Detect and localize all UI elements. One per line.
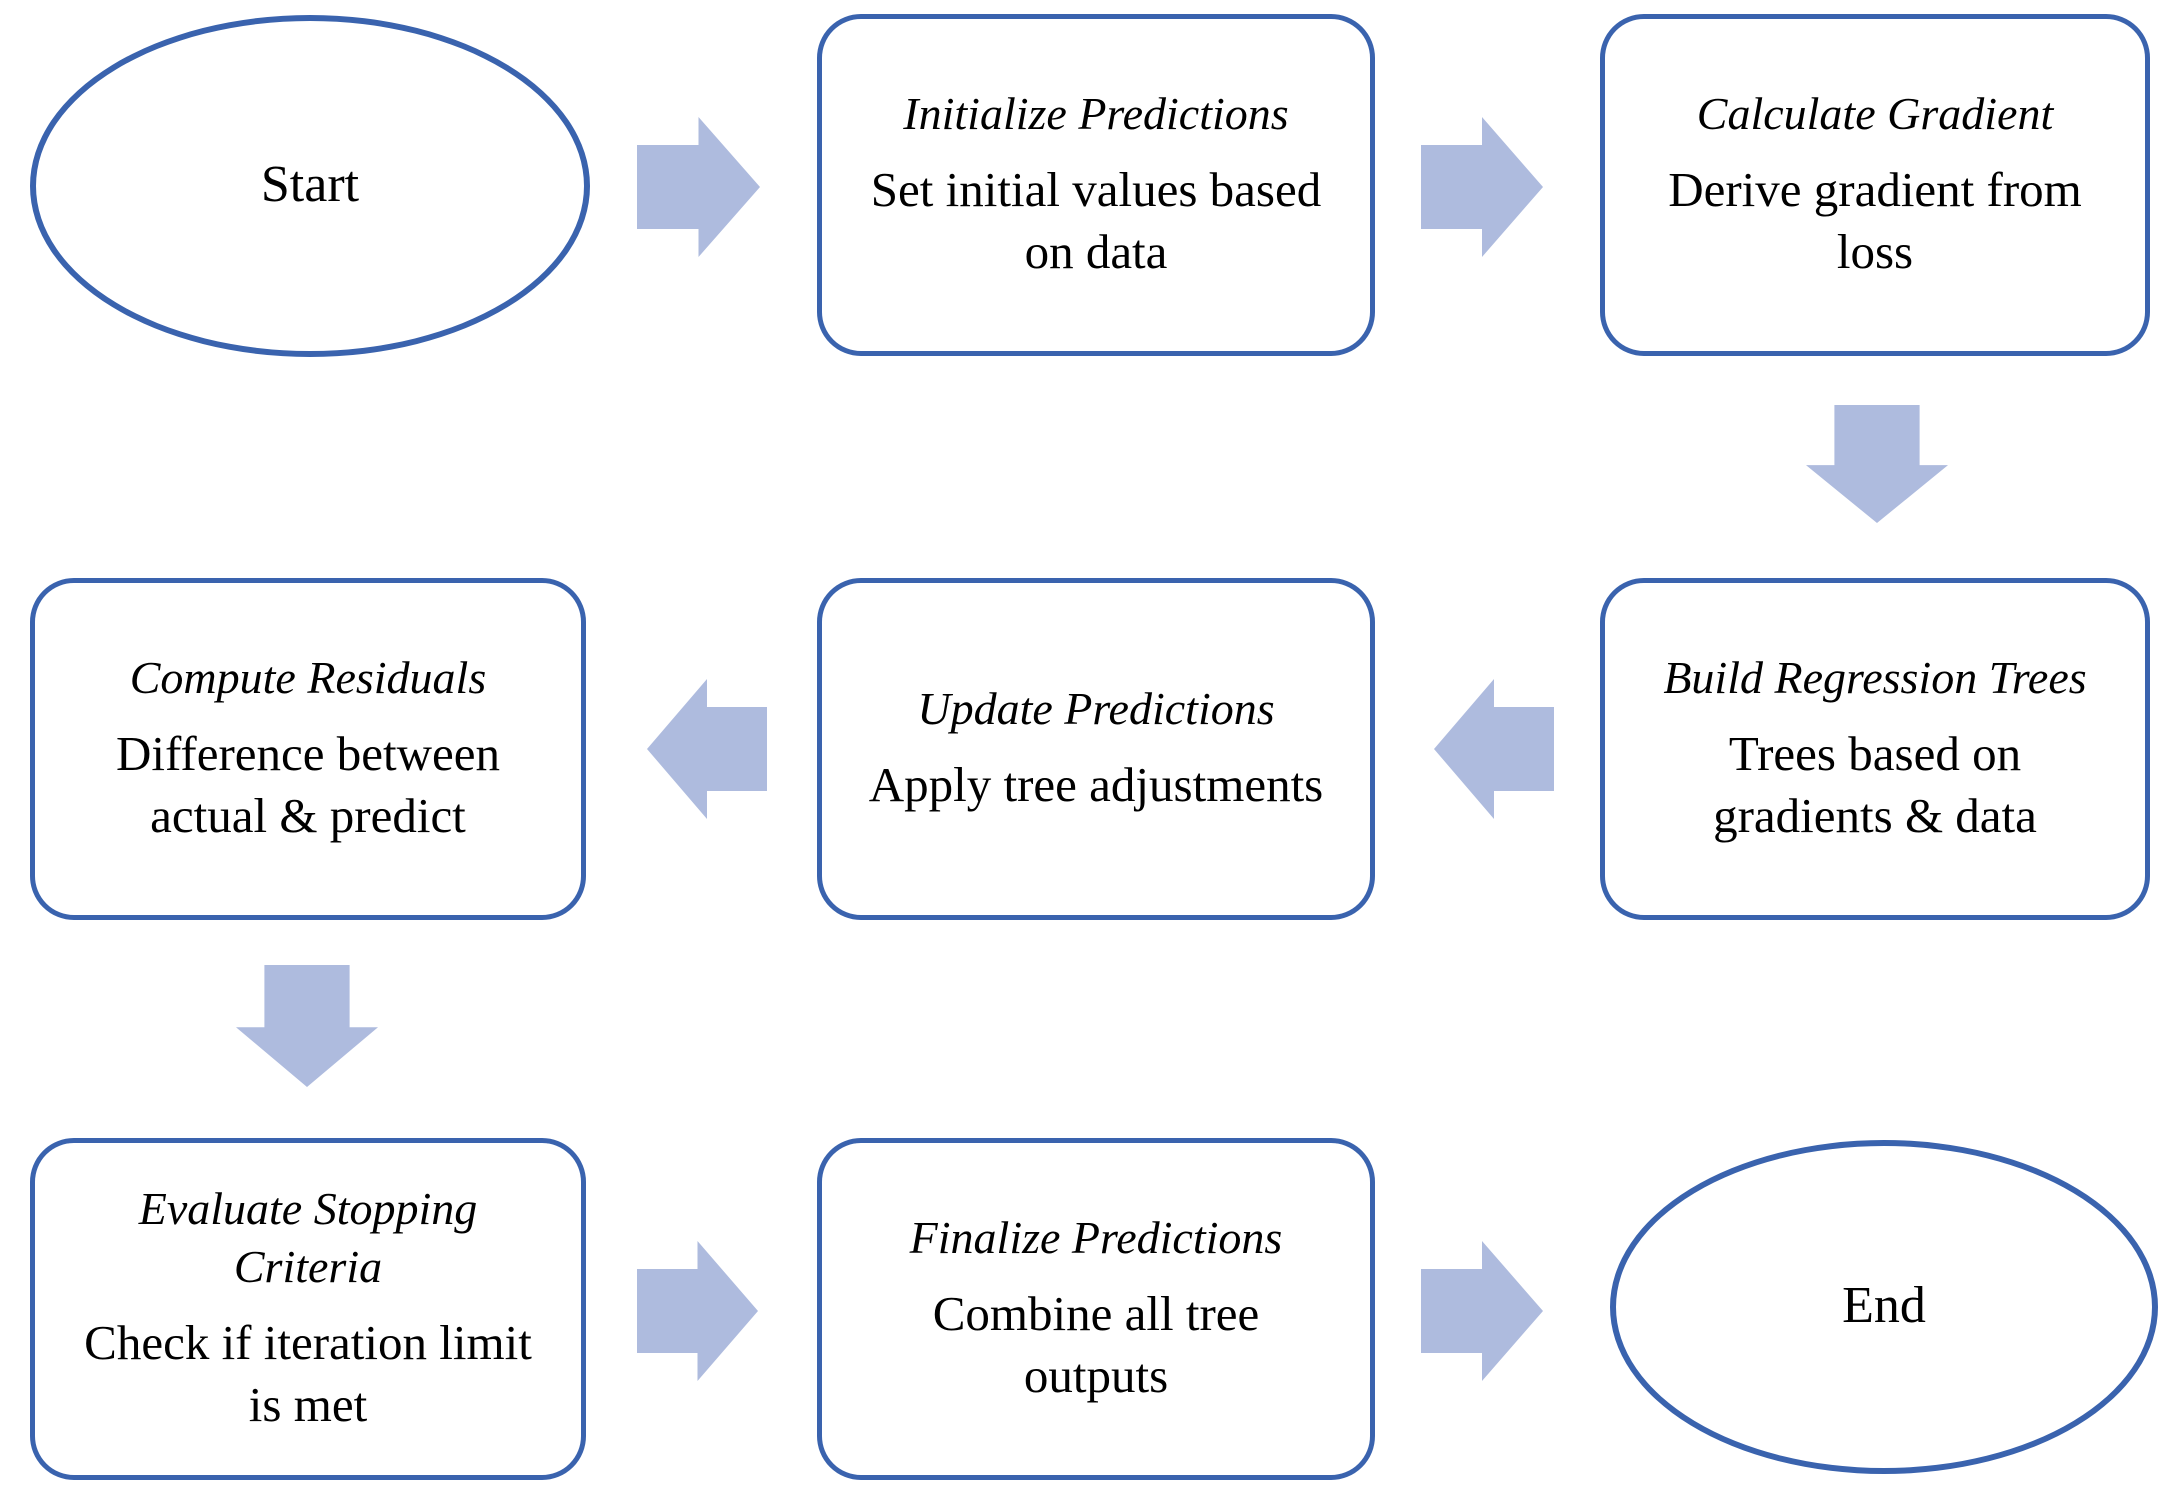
arrow-build-to-update-icon [1434, 679, 1554, 819]
node-end: End [1610, 1140, 2158, 1474]
node-compute-residuals: Compute Residuals Difference between act… [30, 578, 586, 920]
node-description: Difference between actual & predict [115, 726, 501, 843]
arrow-finalize-to-end-icon [1421, 1241, 1543, 1381]
arrow-update-to-compute-icon [647, 679, 767, 819]
node-title: Evaluate Stopping Criteria [138, 1183, 478, 1293]
arrow-compute-to-evaluate-icon [236, 965, 378, 1087]
arrow-start-to-initialize-icon [637, 117, 760, 257]
node-title: Finalize Predictions [909, 1212, 1283, 1264]
node-title: Compute Residuals [129, 652, 487, 704]
node-initialize-predictions: Initialize Predictions Set initial value… [817, 14, 1375, 356]
node-description: Check if iteration limit is met [84, 1315, 532, 1432]
node-description: Combine all tree outputs [932, 1286, 1260, 1403]
arrow-calculate-to-build-icon [1806, 405, 1948, 523]
node-calculate-gradient: Calculate Gradient Derive gradient from … [1600, 14, 2150, 356]
arrow-initialize-to-calculate-icon [1421, 117, 1543, 257]
node-label: Start [260, 155, 360, 213]
node-description: Set initial values based on data [870, 162, 1322, 279]
node-description: Apply tree adjustments [868, 757, 1324, 813]
node-description: Trees based on gradients & data [1713, 726, 2037, 843]
node-label: End [1842, 1276, 1926, 1334]
node-title: Update Predictions [917, 683, 1275, 735]
node-finalize-predictions: Finalize Predictions Combine all tree ou… [817, 1138, 1375, 1480]
node-title: Calculate Gradient [1696, 88, 2054, 140]
node-build-regression-trees: Build Regression Trees Trees based on gr… [1600, 578, 2150, 920]
arrow-evaluate-to-finalize-icon [637, 1241, 758, 1381]
node-title: Initialize Predictions [903, 88, 1289, 140]
node-evaluate-stopping-criteria: Evaluate Stopping Criteria Check if iter… [30, 1138, 586, 1480]
node-description: Derive gradient from loss [1668, 162, 2082, 279]
node-title: Build Regression Trees [1663, 652, 2087, 704]
node-update-predictions: Update Predictions Apply tree adjustment… [817, 578, 1375, 920]
node-start: Start [30, 15, 590, 357]
